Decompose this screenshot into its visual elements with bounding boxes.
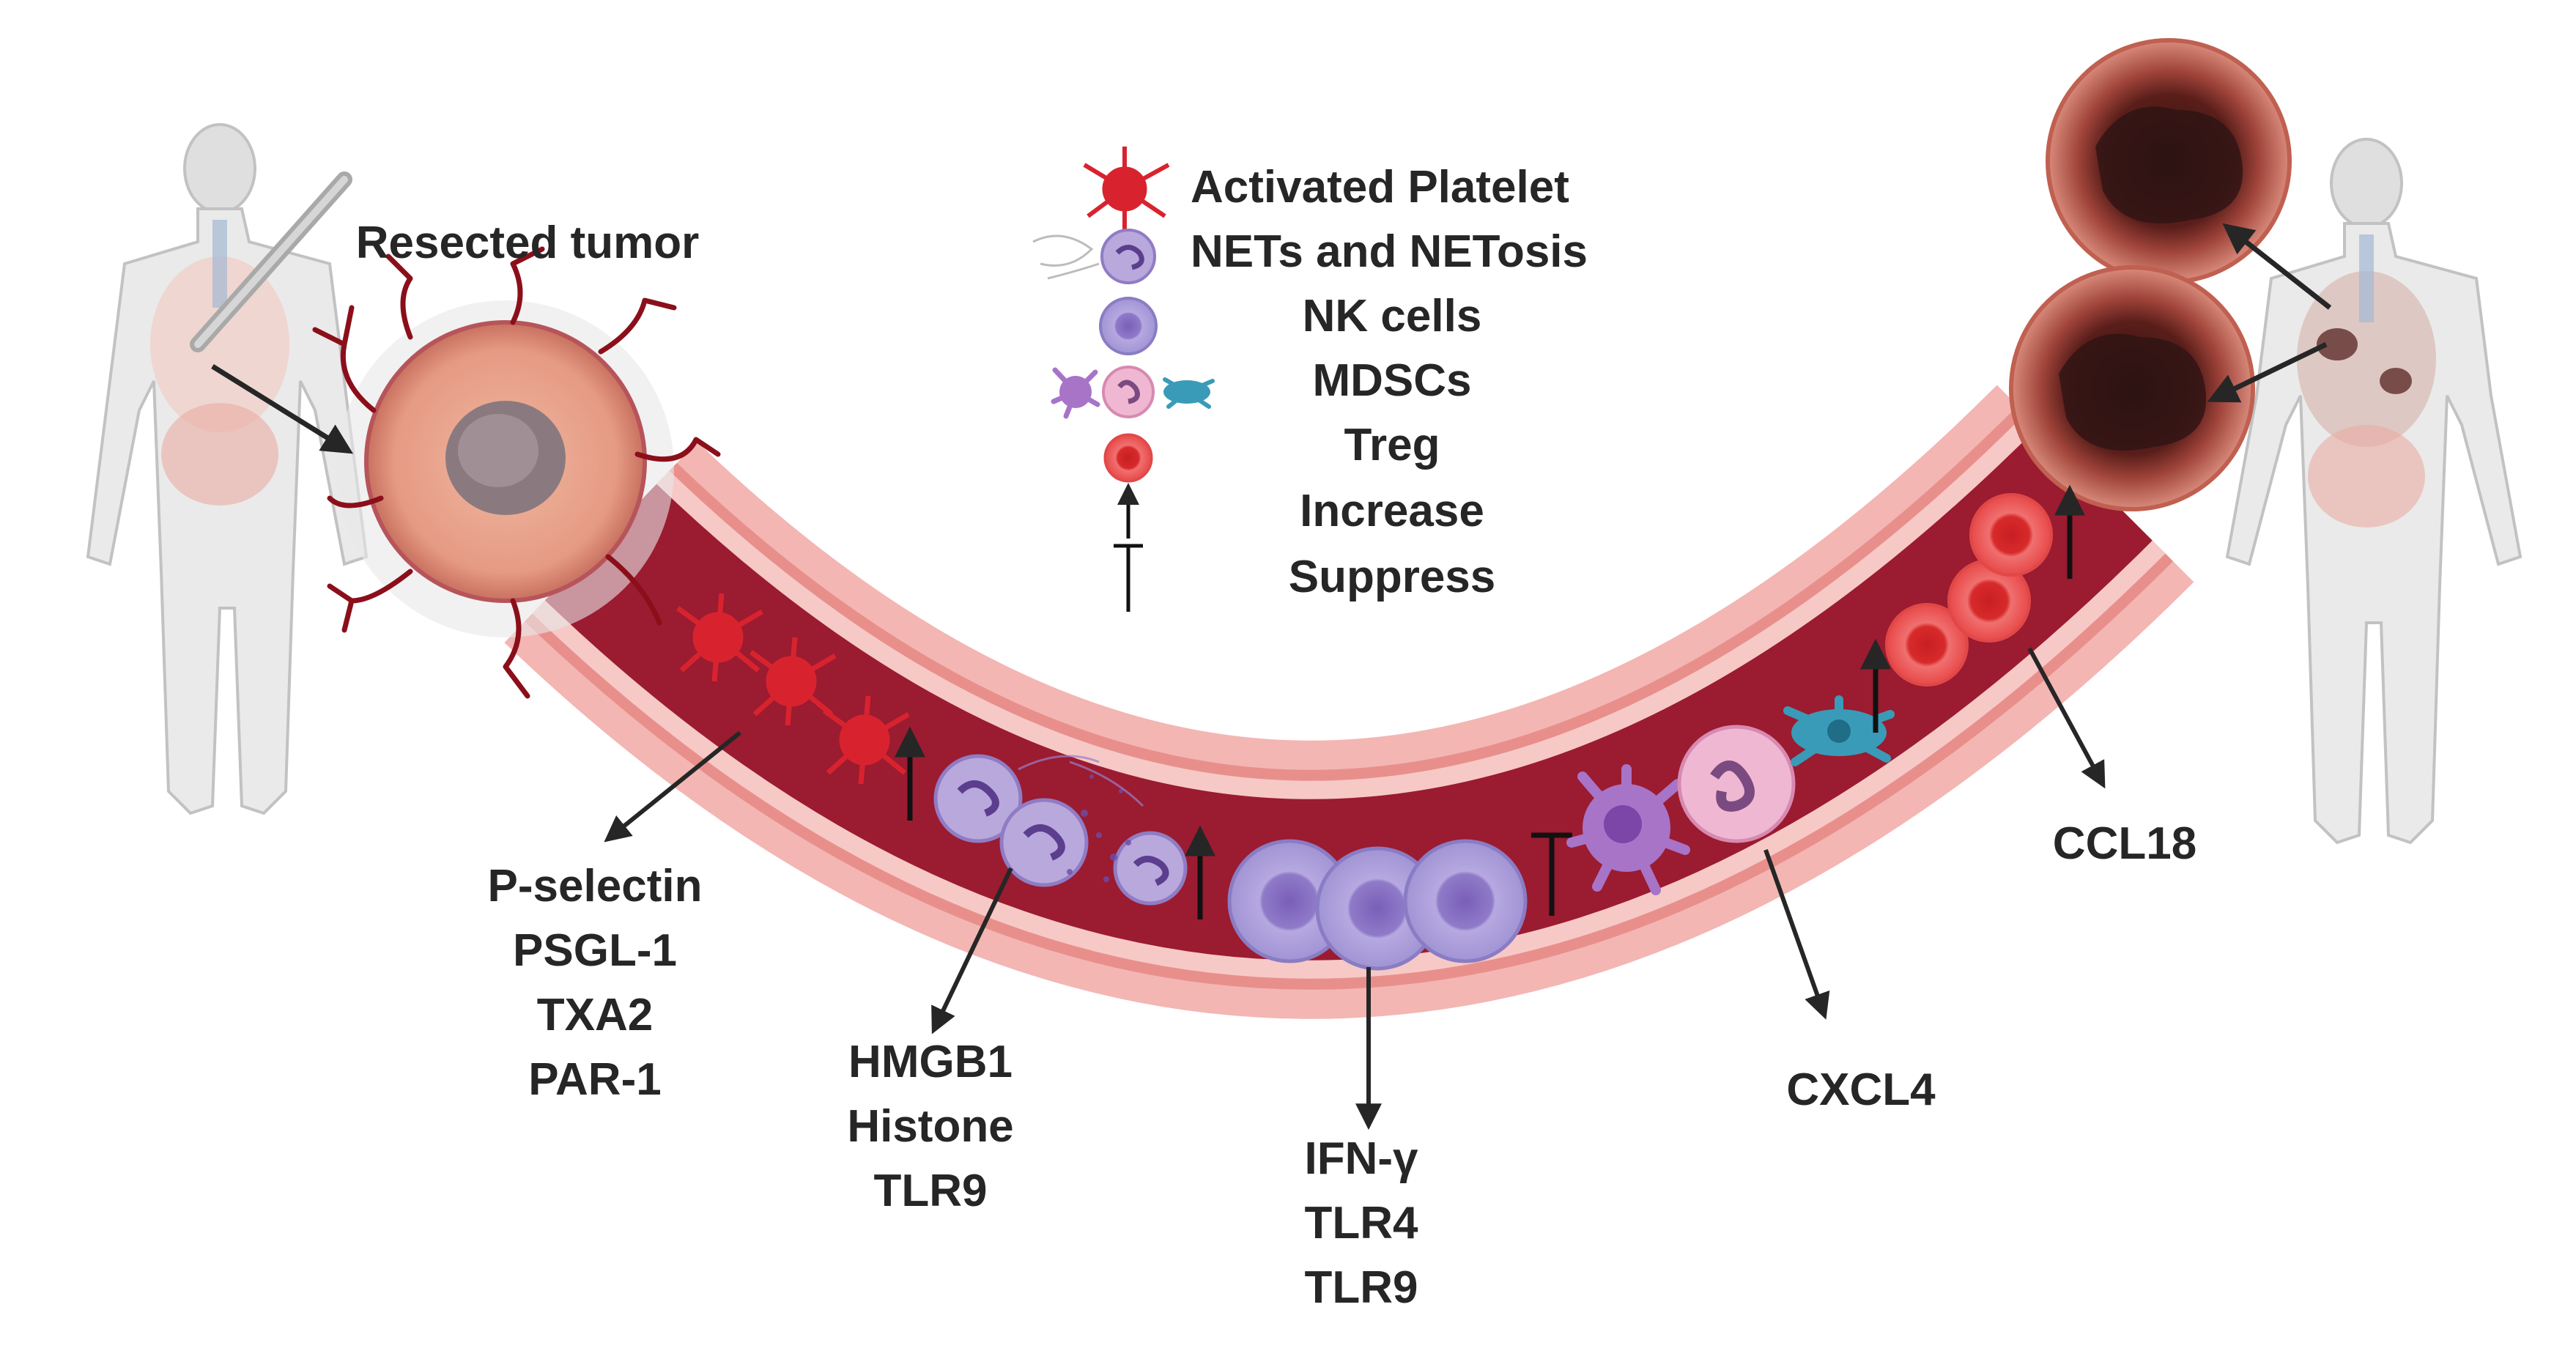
factor-label: CXCL4: [1786, 1065, 1936, 1115]
nk-factor-list: IFN-γ TLR4 TLR9: [1305, 1133, 1419, 1313]
metastasis-arrow-bottom: [2207, 341, 2328, 403]
factor-label: TLR9: [1305, 1262, 1418, 1313]
blood-vessel: [504, 385, 2194, 1019]
legend-nk-icon: [1099, 297, 1158, 355]
factor-label: TXA2: [537, 990, 653, 1040]
mdsc-factor-list: CXCL4: [1786, 1065, 1936, 1115]
factor-label: P-selectin: [488, 861, 703, 911]
human-body-right-icon: [2225, 138, 2523, 845]
resected-tumor-label: Resected tumor: [356, 218, 700, 268]
treg-factor-list: CCL18: [2053, 818, 2196, 869]
treg-cell-icon: [1885, 603, 1969, 686]
legend-label-increase: Increase: [1300, 486, 1484, 536]
resected-tumor-icon: [312, 246, 721, 699]
net-cell-icon: [933, 754, 1023, 843]
treg-cells: [1885, 493, 2053, 686]
tumor-extraction-arrow: [211, 364, 354, 454]
factor-label: HMGB1: [848, 1037, 1013, 1087]
mdsc-monocytic-icon: [1566, 764, 1690, 895]
net-factor-list: HMGB1 Histone TLR9: [847, 1037, 1013, 1216]
legend-label-treg: Treg: [1344, 420, 1440, 470]
nk-cell-icon: [1403, 839, 1528, 963]
legend-net-icon: [1032, 229, 1156, 284]
legend-label-nk: NK cells: [1303, 291, 1482, 341]
mdsc-dendritic-icon: [1783, 695, 1895, 766]
metastasis-arrow-top: [2222, 223, 2332, 310]
net-leader-arrow: [931, 867, 1013, 1034]
factor-label: PSGL-1: [513, 925, 677, 976]
nk-suppress-bar: [1531, 832, 1572, 916]
treg-cell-icon: [1969, 493, 2053, 577]
metastasis-top-icon: [2046, 38, 2292, 284]
legend-label-suppress: Suppress: [1289, 552, 1496, 602]
factor-label: TLR4: [1305, 1198, 1419, 1248]
net-cell-icon: [999, 798, 1089, 887]
platelet-icon: [749, 637, 837, 726]
scalpel-icon: [190, 171, 352, 352]
mdsc-granulocytic-icon: [1677, 725, 1796, 843]
human-body-left-icon: [86, 123, 369, 815]
legend-label-platelet: Activated Platelet: [1191, 162, 1569, 212]
legend-treg-icon: [1103, 433, 1153, 483]
factor-label: PAR-1: [528, 1054, 661, 1105]
legend-label-mdsc: MDSCs: [1312, 355, 1471, 406]
legend-mdsc-icon: [1051, 366, 1215, 419]
legend-label-nets: NETs and NETosis: [1191, 226, 1588, 277]
platelet-leader-arrow: [604, 730, 741, 843]
platelet-factor-list: P-selectin PSGL-1 TXA2 PAR-1: [488, 861, 703, 1105]
mdsc-leader-arrow: [1763, 848, 1830, 1020]
legend-suppress-bar-icon: [1114, 544, 1143, 612]
nk-cells: [1227, 839, 1528, 971]
factor-label: CCL18: [2053, 818, 2196, 869]
factor-label: TLR9: [874, 1166, 988, 1216]
platelet-cluster: [676, 593, 910, 785]
platelet-icon: [822, 695, 910, 785]
platelet-icon: [676, 593, 763, 682]
legend-platelet-icon: [1083, 147, 1170, 231]
mdsc-cells: [1566, 695, 1895, 895]
net-cells: [933, 754, 1188, 906]
factor-label: IFN-γ: [1305, 1133, 1419, 1184]
net-cell-icon: [1113, 831, 1188, 906]
factor-label: Histone: [847, 1101, 1013, 1152]
legend: Activated Platelet NETs and NETosis NK c…: [1032, 147, 1588, 612]
treg-leader-arrow: [2027, 647, 2106, 789]
metastasis-bottom-icon: [2009, 265, 2255, 511]
